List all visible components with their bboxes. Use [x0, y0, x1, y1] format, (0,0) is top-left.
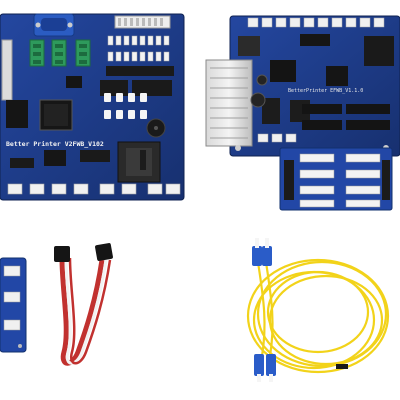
vga-connector	[33, 13, 75, 37]
terminal-blocks	[29, 39, 91, 67]
fiber-connectors	[252, 238, 348, 382]
fiber-transceiver	[117, 141, 161, 183]
heatsink	[205, 59, 253, 147]
extension-board-label: BetterPrinter EFWB_V1.1.0	[288, 88, 363, 94]
main-processor	[39, 99, 73, 131]
connector-board	[279, 147, 393, 211]
mainboard-left-label: Better Printer V2FWB_V102	[6, 140, 104, 148]
ribbon-cable	[54, 243, 113, 366]
extension-board-right: BetterPrinter EFWB_V1.1.0	[205, 15, 400, 157]
small-board-left	[0, 257, 27, 353]
fiber-cable	[246, 258, 390, 374]
mainboard-left: Better Printer V2FWB_V102	[0, 13, 185, 201]
bottom-connectors	[7, 183, 181, 195]
